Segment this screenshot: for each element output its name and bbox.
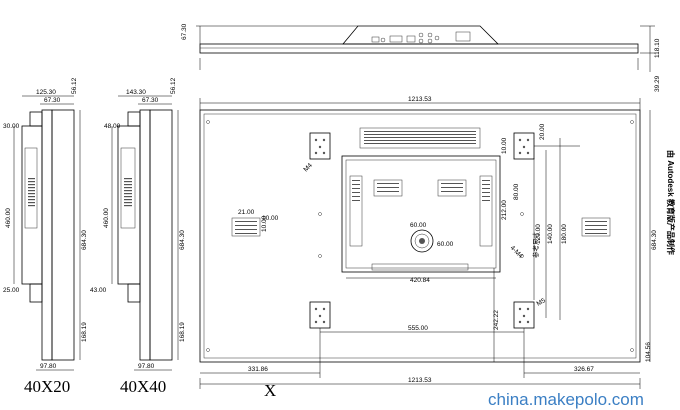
dim-width-bottom: 1213.53 (408, 377, 432, 384)
dim-label: 684.30 (81, 230, 88, 250)
dim-10b: 10.00 (262, 215, 279, 222)
dim-140: 140.00 (547, 224, 554, 244)
dim-label: 684.30 (179, 230, 186, 250)
dim-label: 460.00 (103, 208, 110, 228)
side-view-40x20: 125.30 56.12 67.30 30.00 460.00 684.30 2… (3, 77, 88, 396)
port-icon (406, 35, 416, 43)
dim-10a: 10.00 (501, 137, 508, 154)
label-4m4: 4-M4 (509, 244, 525, 260)
dim-height-right: 684.30 (651, 230, 658, 250)
dim-104: 104.56 (645, 342, 652, 362)
dim-331: 331.86 (248, 366, 268, 373)
dim-label: 67.30 (44, 97, 61, 104)
dim-21: 21.00 (238, 209, 255, 216)
dim-label: 143.30 (126, 89, 146, 96)
dim-180: 180.00 (561, 224, 568, 244)
port-icon (455, 31, 471, 42)
dim-label: 30.00 (3, 123, 20, 130)
dim-label: 67.30 (181, 23, 188, 40)
dim-label: 168.19 (179, 322, 186, 342)
model-label: 40X40 (120, 377, 166, 396)
model-label: 40X20 (24, 377, 70, 396)
fan-icon (410, 229, 434, 253)
dim-label: 39.29 (654, 75, 661, 92)
dim-60b: 60.00 (437, 241, 454, 248)
dim-label: 43.00 (90, 287, 107, 294)
dim-120: 120.00 (535, 224, 542, 244)
dim-555: 555.00 (408, 325, 428, 332)
label-ref: 参考尺寸 (531, 232, 540, 259)
dim-20: 20.00 (539, 123, 546, 140)
dim-label: 168.19 (81, 322, 88, 342)
dim-242: 242.22 (493, 310, 500, 330)
dim-label: 125.30 (36, 89, 56, 96)
dim-label: 56.12 (71, 77, 78, 94)
label-m5: M5 (536, 297, 548, 308)
dim-label: 48.00 (104, 123, 121, 130)
label-m4: M4 (302, 162, 314, 174)
dim-420: 420.84 (410, 277, 430, 284)
port-icon (380, 37, 386, 43)
dim-326: 326.67 (574, 366, 594, 373)
dim-212: 212.00 (501, 200, 508, 220)
top-view: 67.30 118.10 39.29 (181, 23, 661, 92)
dim-label: 56.12 (170, 77, 177, 94)
dim-label: 118.10 (654, 38, 661, 58)
dim-label: 25.00 (3, 287, 20, 294)
dim-label: 97.80 (40, 363, 57, 370)
port-icon (427, 38, 433, 44)
side-view-40x40: 143.30 56.12 67.30 48.00 460.00 684.30 4… (90, 77, 186, 396)
port-icon (427, 32, 433, 38)
dim-label: 67.30 (142, 97, 159, 104)
front-view: 1213.53 684.30 420 (199, 96, 658, 389)
port-icon (418, 38, 424, 44)
port-icon (418, 32, 424, 38)
dim-label: 460.00 (5, 208, 12, 228)
port-icon (389, 35, 403, 43)
dim-width-top: 1213.53 (408, 96, 432, 103)
vent-grille (359, 127, 481, 149)
port-icon (371, 36, 380, 43)
port-icon (434, 35, 440, 41)
dim-80: 80.00 (513, 183, 520, 200)
vesa-bracket (309, 132, 331, 160)
dim-60: 60.00 (410, 222, 427, 229)
dim-10c: 10.00 (261, 215, 268, 232)
x-label: X (264, 381, 276, 400)
watermark: china.makepolo.com (488, 390, 644, 409)
dim-label: 97.80 (138, 363, 155, 370)
autodesk-stamp: 由 Autodesk 教育版产品制作 (666, 150, 676, 255)
rear-panel (341, 155, 501, 273)
